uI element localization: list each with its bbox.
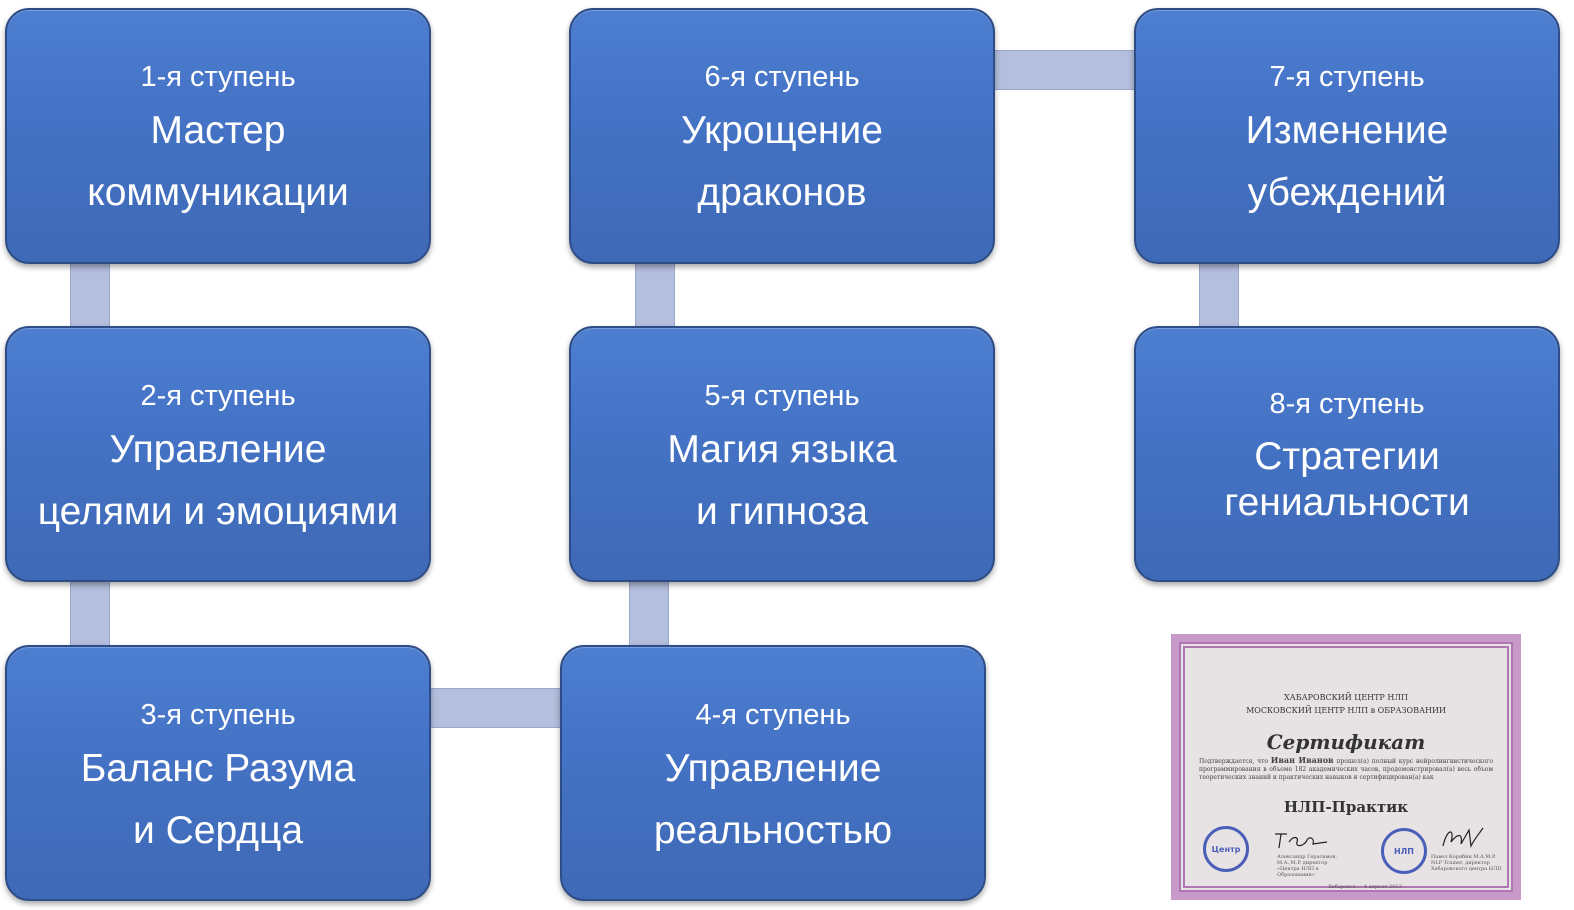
step-title-line: коммуникации <box>87 171 349 214</box>
step-title: Стратегии гениальности <box>1136 434 1558 526</box>
connector-1-2 <box>70 262 110 328</box>
step-box-4: 4-я ступень Управление реальностью <box>560 645 986 901</box>
step-title: Магия языка и гипноза <box>571 419 993 543</box>
step-title-line: драконов <box>697 171 867 214</box>
right-signer: Павел Корябин M.A.M.P. NLP Trainer, дире… <box>1431 854 1502 872</box>
step-title: Укрощение драконов <box>571 100 993 224</box>
step-title-line: убеждений <box>1247 171 1447 214</box>
place-date: Хабаровск — 4 апреля 2012 <box>1328 884 1402 890</box>
step-box-3: 3-я ступень Баланс Разума и Сердца <box>5 645 431 901</box>
certificate-org-line: ХАБАРОВСКИЙ ЦЕНТР НЛП <box>1283 693 1408 702</box>
step-title-line: Мастер <box>150 109 286 152</box>
right-signature-icon <box>1442 827 1484 849</box>
step-number: 4-я ступень <box>695 699 851 731</box>
step-title-line: и гипноза <box>695 490 869 533</box>
certificate-body-text: прошел(а) полный курс нейролингвистическ… <box>1199 758 1493 781</box>
step-box-5: 5-я ступень Магия языка и гипноза <box>569 326 995 582</box>
right-seal-text: НЛП <box>1393 846 1415 856</box>
step-title-line: гениальности <box>1224 481 1470 524</box>
step-title: Баланс Разума и Сердца <box>7 738 429 862</box>
step-title-line: Укрощение <box>681 109 883 152</box>
step-number: 7-я ступень <box>1269 61 1425 93</box>
step-title: Мастер коммуникации <box>7 100 429 224</box>
connector-7-8 <box>1199 262 1239 328</box>
certificate-body: Подтверждается, что Иван Иванов прошел(а… <box>1199 756 1493 782</box>
connector-5-6 <box>635 262 675 328</box>
step-box-8: 8-я ступень Стратегии гениальности <box>1134 326 1560 582</box>
step-title-line: Магия языка <box>667 428 897 471</box>
step-title-line: реальностью <box>653 809 893 852</box>
certificate-sheet: ХАБАРОВСКИЙ ЦЕНТР НЛП МОСКОВСКИЙ ЦЕНТР Н… <box>1179 642 1513 892</box>
step-title-line: Управление <box>664 747 882 790</box>
left-seal-text: Центр <box>1211 844 1241 854</box>
left-seal-icon: Центр <box>1203 826 1249 872</box>
step-number: 6-я ступень <box>704 61 860 93</box>
right-seal-icon: НЛП <box>1381 828 1427 874</box>
connector-3-4 <box>428 688 562 728</box>
step-number: 3-я ступень <box>140 699 296 731</box>
certificate-body-prefix: Подтверждается, что <box>1199 758 1268 765</box>
step-number: 8-я ступень <box>1269 388 1425 420</box>
step-number: 1-я ступень <box>140 61 296 93</box>
connector-2-3 <box>70 580 110 646</box>
certificate-image: ХАБАРОВСКИЙ ЦЕНТР НЛП МОСКОВСКИЙ ЦЕНТР Н… <box>1171 634 1521 900</box>
step-title-line: и Сердца <box>132 809 304 852</box>
step-title: Управление целями и эмоциями <box>7 419 429 543</box>
left-signature-icon <box>1275 833 1328 849</box>
step-title: Управление реальностью <box>562 738 984 862</box>
certificate-org-line: МОСКОВСКИЙ ЦЕНТР НЛП в ОБРАЗОВАНИИ <box>1246 706 1446 715</box>
step-title: Изменение убеждений <box>1136 100 1558 224</box>
step-number: 2-я ступень <box>140 380 296 412</box>
step-title-line: Изменение <box>1245 109 1449 152</box>
step-box-7: 7-я ступень Изменение убеждений <box>1134 8 1560 264</box>
certificate-qualification: НЛП-Практик <box>1283 798 1409 816</box>
certificate-holder-name: Иван Иванов <box>1270 755 1334 765</box>
connector-4-5 <box>629 580 669 646</box>
step-title-line: Управление <box>109 428 327 471</box>
certificate-title: Сертификат <box>1266 730 1426 754</box>
step-box-6: 6-я ступень Укрощение драконов <box>569 8 995 264</box>
step-title-line: Стратегии <box>1254 435 1440 478</box>
step-title-line: целями и эмоциями <box>37 490 399 533</box>
step-number: 5-я ступень <box>704 380 860 412</box>
step-box-2: 2-я ступень Управление целями и эмоциями <box>5 326 431 582</box>
left-signer: Александр Герасимов, M.A.,M.P. директор … <box>1277 854 1337 878</box>
step-box-1: 1-я ступень Мастер коммуникации <box>5 8 431 264</box>
step-title-line: Баланс Разума <box>80 747 356 790</box>
connector-6-7 <box>994 50 1136 90</box>
